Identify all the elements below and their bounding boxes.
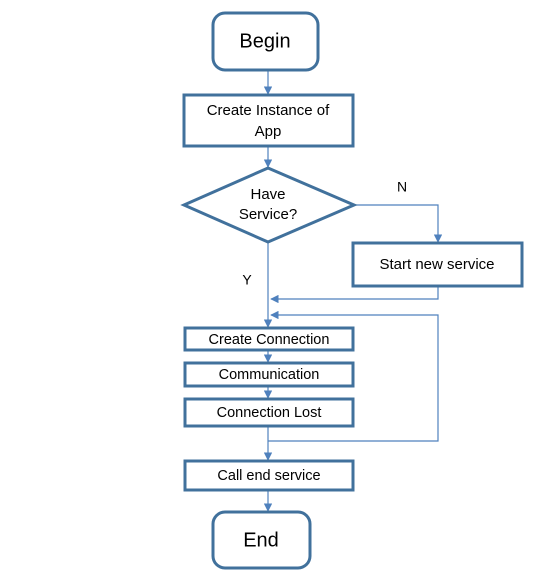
begin-label: Begin (239, 30, 290, 52)
node-create-connection: Create Connection (183, 326, 355, 352)
node-connection-lost: Connection Lost (183, 397, 355, 428)
edge-decision-no-to-start-service (354, 204, 443, 243)
connection-lost-process-shape (183, 397, 355, 428)
branch-label-yes: Y (242, 272, 252, 288)
communication-label: Communication (219, 367, 320, 383)
branch-label-no: N (397, 179, 407, 195)
edge-loop-back-to-create-connection (268, 310, 439, 442)
decision-label-line2: Service? (239, 206, 297, 223)
start-new-service-process-shape (351, 241, 524, 288)
decision-diamond-shape (180, 166, 358, 244)
end-terminal-shape (211, 510, 312, 570)
node-call-end-service: Call end service (183, 459, 355, 492)
node-start-new-service: Start new service (351, 241, 524, 288)
call-end-service-process-shape (183, 459, 355, 492)
node-have-service-decision: Have Service? (180, 166, 358, 244)
create-instance-process-shape (182, 93, 355, 148)
edge-start-service-to-merge (270, 287, 439, 304)
start-new-service-label: Start new service (379, 256, 494, 273)
call-end-service-label: Call end service (217, 468, 320, 484)
node-end: End (211, 510, 312, 570)
end-label: End (243, 529, 279, 551)
node-begin: Begin (211, 11, 320, 72)
connection-lost-label: Connection Lost (217, 405, 322, 421)
create-instance-label-line1: Create Instance of (207, 102, 330, 119)
create-instance-label-line2: App (255, 123, 282, 140)
create-connection-process-shape (183, 326, 355, 352)
node-create-instance: Create Instance of App (182, 93, 355, 148)
edges (263, 71, 443, 512)
begin-terminal-shape (211, 11, 320, 72)
decision-label-line1: Have (250, 186, 285, 203)
node-communication: Communication (183, 361, 355, 388)
communication-process-shape (183, 361, 355, 388)
create-connection-label: Create Connection (209, 332, 330, 348)
